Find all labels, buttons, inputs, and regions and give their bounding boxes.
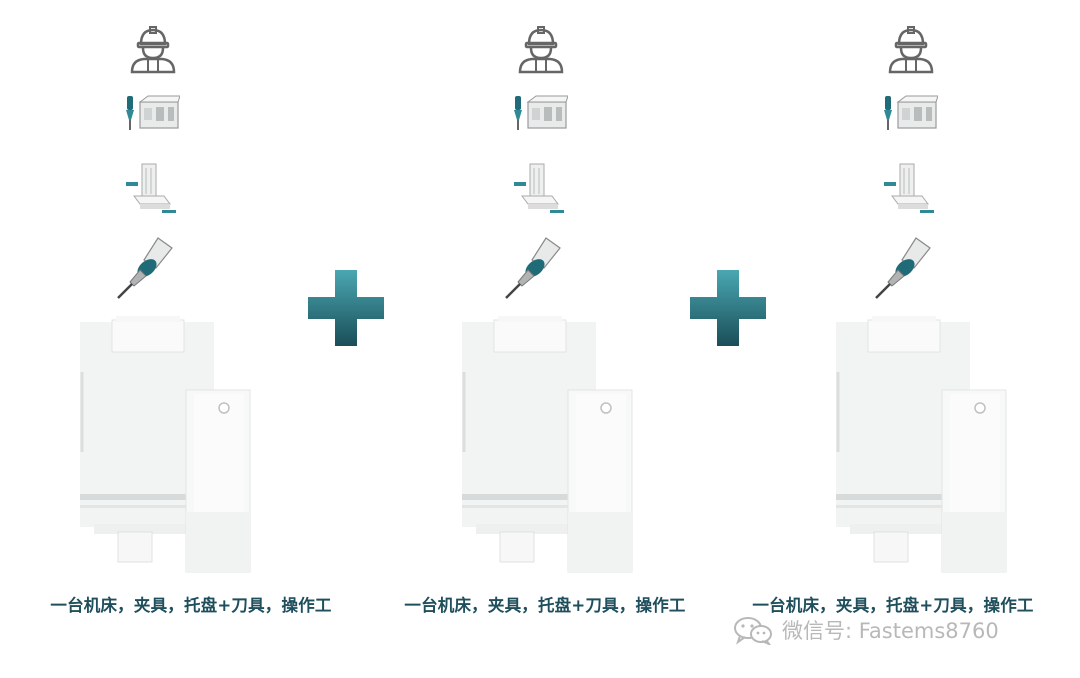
wechat-logo-icon	[734, 617, 772, 645]
machine-tool-icon	[514, 95, 568, 130]
wechat-watermark: 微信号: Fastems8760	[732, 614, 999, 646]
unit-caption: 一台机床，夹具，托盘+刀具，操作工	[404, 596, 686, 615]
watermark-text: 微信号: Fastems8760	[782, 619, 999, 643]
operator-worker-icon	[888, 26, 934, 74]
machine-tool-icon	[126, 95, 180, 130]
operator-worker-icon	[518, 26, 564, 74]
unit-caption: 一台机床，夹具，托盘+刀具，操作工	[752, 596, 1034, 615]
fixture-pallet-icon	[884, 163, 934, 213]
machining-center-icon	[836, 316, 1007, 573]
fixture-pallet-icon	[514, 163, 564, 213]
cutting-tool-icon	[505, 237, 561, 299]
plus-sign-icon	[308, 270, 384, 346]
machining-center-icon	[462, 316, 633, 573]
setup-unit-3: 一台机床，夹具，托盘+刀具，操作工	[750, 0, 1080, 678]
setup-unit-1: 一台机床，夹具，托盘+刀具，操作工	[0, 0, 331, 678]
machining-center-icon	[80, 316, 251, 573]
cutting-tool-icon	[875, 237, 931, 299]
fixture-pallet-icon	[126, 163, 176, 213]
plus-sign-icon	[690, 270, 766, 346]
unit-caption: 一台机床，夹具，托盘+刀具，操作工	[50, 596, 332, 615]
machine-tool-icon	[884, 95, 938, 130]
setup-unit-2: 一台机床，夹具，托盘+刀具，操作工	[382, 0, 712, 678]
operator-worker-icon	[130, 26, 176, 74]
cutting-tool-icon	[117, 237, 173, 299]
